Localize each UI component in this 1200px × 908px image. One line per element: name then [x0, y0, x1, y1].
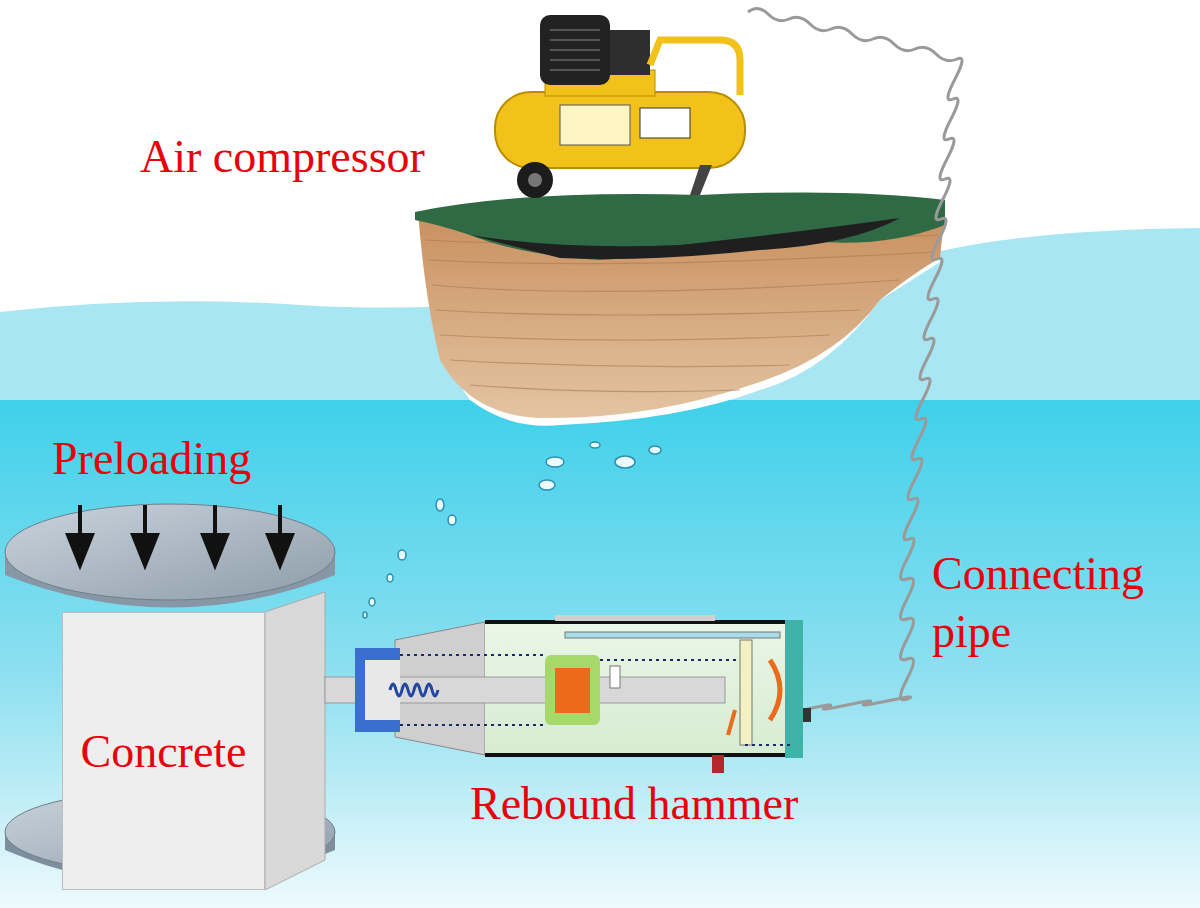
water: [0, 400, 1200, 908]
part-label: Connecting pipe: [932, 545, 1194, 660]
part-label: Rebound hammer: [470, 775, 798, 833]
part-label: Air compressor: [140, 128, 425, 186]
connecting-pipe: [748, 8, 962, 709]
rebound-hammer-illustration: [325, 615, 811, 773]
bubbles: [363, 442, 661, 618]
concrete-block: Concrete: [62, 612, 265, 890]
wood-grain: [425, 235, 940, 392]
ground-dark: [470, 218, 900, 259]
part-label: Preloading: [52, 430, 251, 488]
node-text: Concrete: [80, 725, 246, 778]
ground-top: [415, 192, 945, 260]
preload-arrows: [68, 505, 292, 565]
air-compressor-illustration: [495, 15, 745, 198]
concrete-press: [5, 504, 335, 890]
